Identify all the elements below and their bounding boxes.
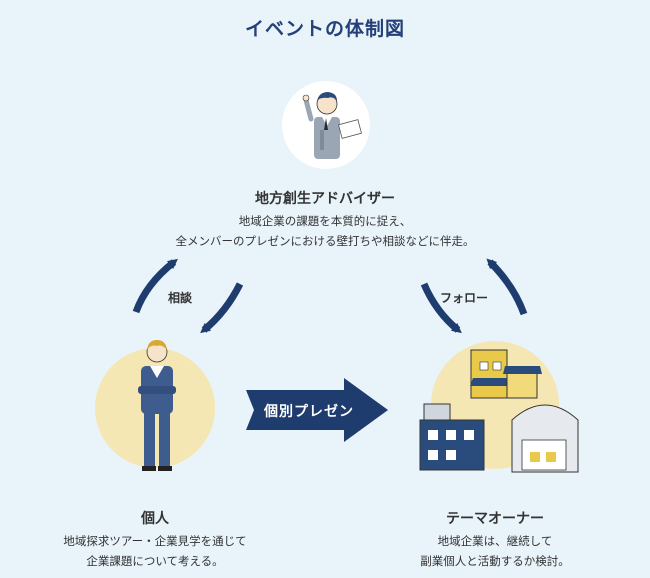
arrow-owner-to-advisor — [486, 258, 528, 316]
individual-desc-line2: 企業課題について考える。 — [86, 554, 224, 568]
individual-name: 個人 — [141, 511, 169, 527]
owner-desc-line1: 地域企業は、継続して — [437, 534, 553, 548]
arrow-advisor-to-owner — [420, 282, 462, 334]
arrow-advisor-to-individual — [200, 282, 244, 334]
owner-description: 地域企業は、継続して 副業個人と活動するか検討。 — [365, 531, 625, 571]
individual-illustration — [95, 340, 215, 471]
consult-label: 相談 — [168, 291, 193, 305]
advisor-desc-line1: 地域企業の課題を本質的に捉え、 — [238, 214, 412, 228]
advisor-desc-line2: 全メンバーのプレゼンにおける壁打ちや相談などに伴走。 — [175, 234, 475, 248]
diagram-title: イベントの体制図 — [244, 18, 405, 40]
follow-label: フォロー — [440, 291, 489, 305]
present-arrow — [246, 378, 388, 442]
advisor-name: 地方創生アドバイザー — [255, 191, 395, 207]
advisor-illustration — [282, 81, 370, 169]
advisor-description: 地域企業の課題を本質的に捉え、 全メンバーのプレゼンにおける壁打ちや相談などに伴… — [0, 211, 650, 251]
present-label: 個別プレゼン — [264, 404, 354, 420]
owner-desc-line2: 副業個人と活動するか検討。 — [420, 554, 570, 568]
individual-desc-line1: 地域探求ツアー・企業見学を通じて — [63, 534, 247, 548]
owner-name: テーマオーナー — [446, 511, 544, 527]
owner-illustration — [419, 341, 579, 473]
individual-description: 地域探求ツアー・企業見学を通じて 企業課題について考える。 — [25, 531, 285, 571]
arrow-individual-to-advisor — [132, 258, 178, 314]
